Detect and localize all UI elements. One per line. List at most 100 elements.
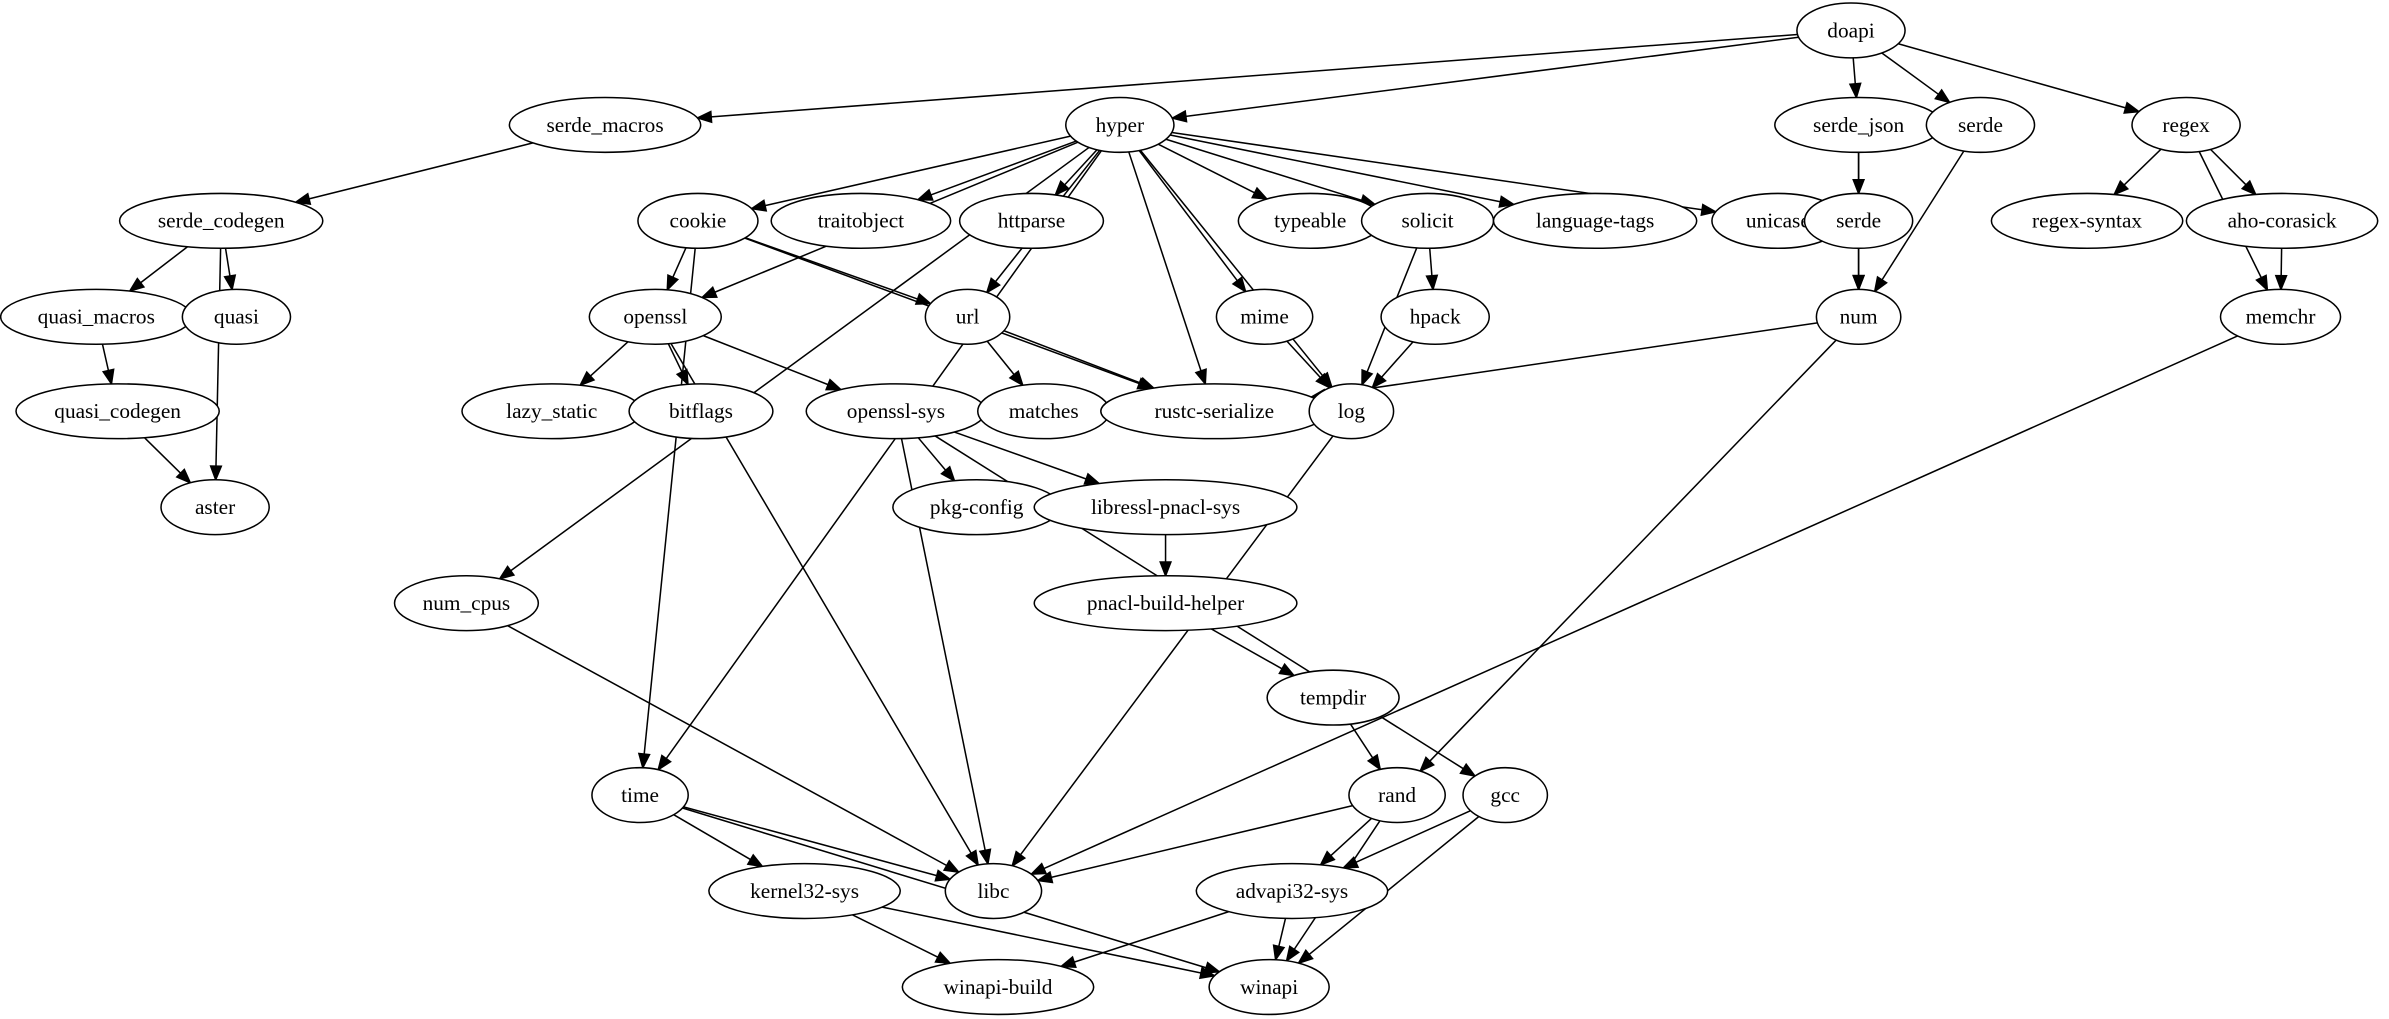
edge-hyper-traitobject: [930, 140, 1077, 196]
arrowhead-icon: [209, 465, 223, 482]
arrowhead-icon: [942, 859, 961, 874]
edge-gcc-winapi: [1308, 815, 1480, 956]
node-winapi-build: winapi-build: [901, 958, 1095, 1016]
arrowhead-icon: [637, 752, 651, 770]
node-label: quasi_macros: [38, 305, 155, 329]
edge-kernel32-sys-winapi: [882, 906, 1202, 974]
arrowhead-icon: [1194, 368, 1207, 386]
arrowhead-icon: [1296, 948, 1314, 965]
node-lazy_static: lazy_static: [461, 383, 643, 440]
arrowhead-icon: [746, 853, 765, 868]
node-label: hyper: [1096, 113, 1145, 137]
node-matches: matches: [976, 383, 1111, 440]
arrowhead-icon: [2255, 274, 2269, 292]
edge-hyper-cookie: [764, 135, 1071, 207]
arrowhead-icon: [1083, 472, 1102, 485]
edge-num-rand: [1429, 339, 1837, 762]
node-ellipse: [508, 96, 702, 154]
node-rustc-serialize: rustc-serialize: [1100, 383, 1329, 440]
node-ellipse: [944, 862, 1043, 920]
node-ellipse: [924, 288, 1011, 345]
node-label: aho-corasick: [2228, 209, 2337, 233]
node-label: serde: [1836, 209, 1881, 233]
node-label: advapi32-sys: [1236, 879, 1348, 903]
node-serde: serde: [1925, 96, 2036, 154]
edge-hyper-language-tags: [1169, 134, 1501, 203]
node-label: url: [956, 305, 980, 329]
node-pnacl-build-helper: pnacl-build-helper: [1033, 574, 1298, 632]
node-label: matches: [1009, 399, 1079, 423]
arrowhead-icon: [101, 368, 115, 386]
arrowhead-icon: [1159, 561, 1173, 578]
node-solicit: solicit: [1360, 192, 1495, 250]
edge-doapi-serde: [1881, 52, 1939, 95]
node-ellipse: [901, 958, 1095, 1016]
node-label: kernel32-sys: [750, 879, 859, 903]
edge-hyper-typeable: [1157, 143, 1255, 194]
arrowhead-icon: [934, 869, 953, 882]
node-ellipse: [1033, 479, 1298, 536]
edge-kernel32-sys-winapi-build: [852, 914, 939, 958]
node-regex: regex: [2131, 96, 2241, 154]
node-ellipse: [1380, 288, 1490, 345]
edge-hyper-mime: [1138, 150, 1238, 282]
arrowhead-icon: [2112, 179, 2130, 197]
node-aster: aster: [160, 479, 270, 536]
edge-serde_codegen-aster: [215, 248, 222, 467]
edge-doapi-hyper: [1185, 36, 1799, 118]
node-serde_codegen: serde_codegen: [118, 192, 324, 250]
node-pkg-config: pkg-config: [892, 479, 1062, 536]
node-quasi_codegen: quasi_codegen: [15, 383, 220, 440]
edge-doapi-serde_json: [1852, 57, 1857, 84]
arrowhead-icon: [934, 951, 953, 965]
arrowhead-icon: [2123, 101, 2141, 114]
edge-openssl-sys-libressl-pnacl-sys: [954, 431, 1087, 480]
node-label: regex: [2162, 113, 2210, 137]
arrowhead-icon: [1285, 945, 1301, 963]
edge-pnacl-build-helper-tempdir: [1210, 628, 1283, 670]
arrowhead-icon: [1198, 966, 1217, 980]
node-label: lazy_static: [506, 399, 597, 423]
edge-gcc-advapi32-sys: [1355, 810, 1471, 863]
arrowhead-icon: [1498, 195, 1516, 208]
node-ellipse: [393, 574, 540, 632]
arrowhead-icon: [497, 565, 516, 581]
node-label: pnacl-build-helper: [1087, 591, 1244, 615]
node-bitflags: bitflags: [628, 383, 774, 440]
node-ellipse: [181, 288, 292, 345]
arrowhead-icon: [657, 754, 672, 772]
node-label: bitflags: [669, 399, 733, 423]
node-ellipse: [15, 383, 220, 440]
node-ellipse: [2131, 96, 2241, 154]
arrowhead-icon: [700, 286, 718, 299]
node-ellipse: [1815, 288, 1902, 345]
edge-solicit-hpack: [1428, 248, 1433, 276]
edge-hyper-log: [1139, 149, 1324, 377]
edge-openssl-sys-pkg-config: [917, 437, 947, 471]
node-label: traitobject: [818, 209, 904, 233]
node-libc: libc: [944, 862, 1043, 920]
node-aho-corasick: aho-corasick: [2185, 192, 2379, 250]
node-ellipse: [1990, 192, 2184, 250]
node-label: libressl-pnacl-sys: [1091, 495, 1240, 519]
arrowhead-icon: [1934, 88, 1952, 104]
node-label: num_cpus: [423, 591, 511, 615]
node-url: url: [924, 288, 1011, 345]
arrowhead-icon: [1029, 862, 1048, 876]
node-ellipse: [958, 192, 1105, 250]
edge-hyper-solicit: [1165, 138, 1362, 202]
arrowhead-icon: [1011, 850, 1027, 868]
node-serde_macros: serde_macros: [508, 96, 702, 154]
edge-cookie-openssl: [672, 247, 687, 278]
arrowhead-icon: [128, 277, 146, 293]
edge-hyper-time: [665, 150, 1103, 760]
node-label: memchr: [2246, 305, 2316, 329]
arrowhead-icon: [1361, 368, 1374, 387]
node-ellipse: [2219, 288, 2342, 345]
node-openssl: openssl: [588, 288, 723, 345]
arrowhead-icon: [1203, 961, 1222, 974]
arrowhead-icon: [2274, 274, 2288, 292]
arrowhead-icon: [965, 849, 980, 867]
arrowhead-icon: [175, 468, 192, 485]
